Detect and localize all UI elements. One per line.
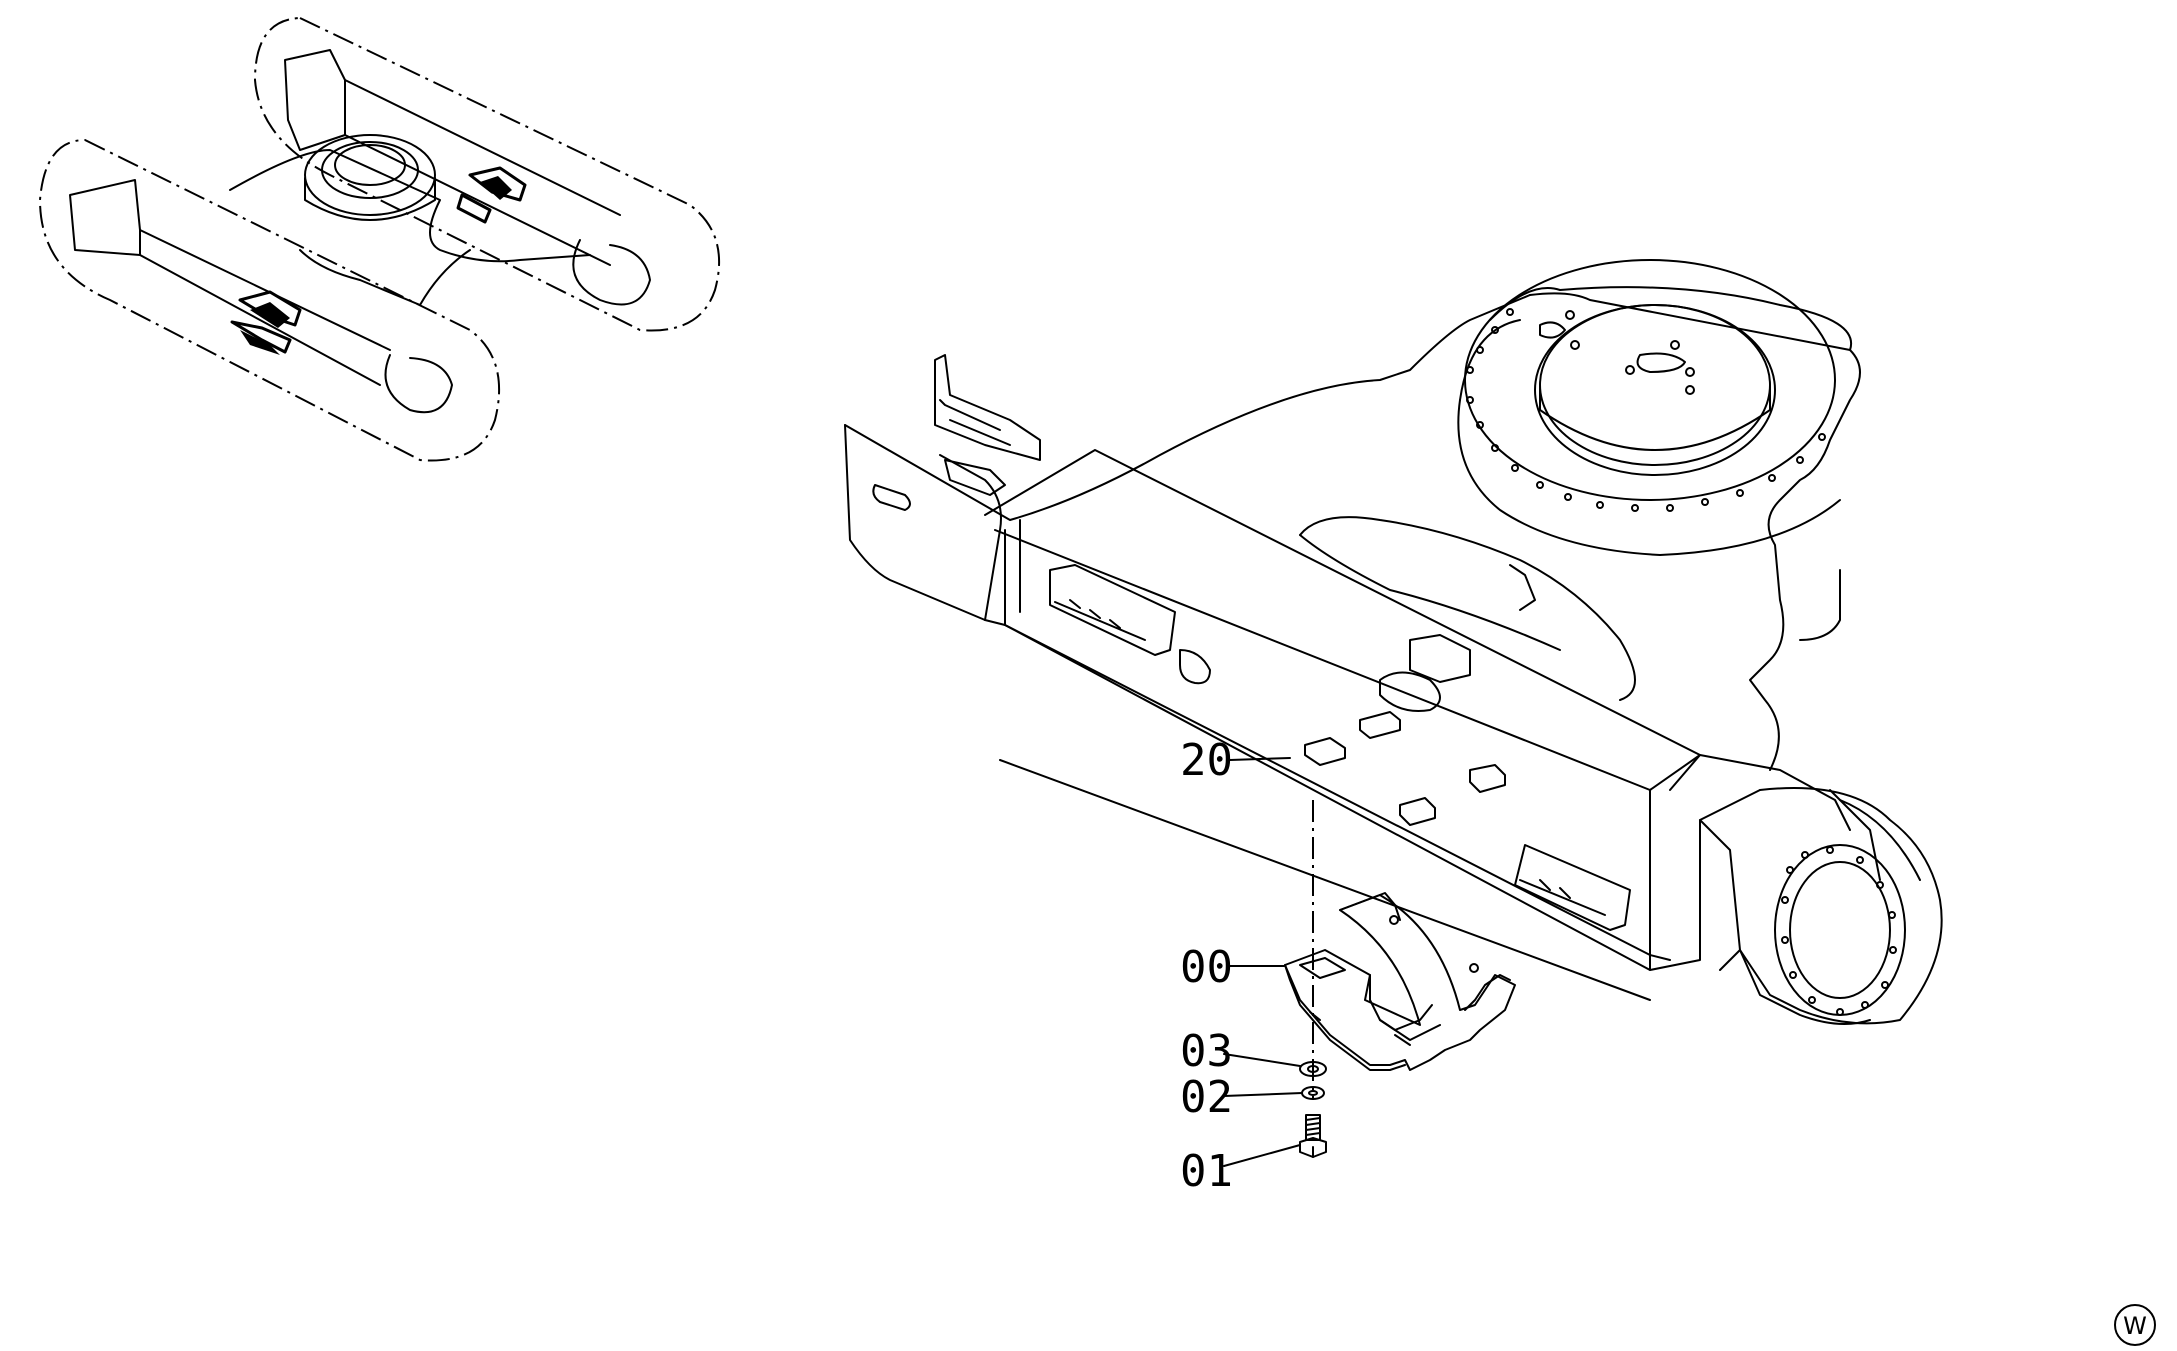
plain-washer-part [1299, 1061, 1327, 1077]
idler-bolt-holes [1781, 846, 1897, 1016]
track-frame [844, 259, 1943, 1025]
swing-bolt-holes [1466, 308, 1826, 512]
undercarriage-overview [38, 16, 721, 462]
corner-mark-letter: W [2123, 1312, 2147, 1340]
callout-02: 02 [1180, 1072, 1233, 1123]
bolt-part [1299, 1114, 1327, 1158]
leader-01 [1223, 1144, 1301, 1167]
leader-lines [1223, 757, 1303, 1167]
callout-03: 03 [1180, 1026, 1233, 1077]
callout-00: 00 [1180, 942, 1233, 993]
track-guard-part [1284, 892, 1516, 1071]
leader-20 [1229, 757, 1291, 761]
leader-02 [1223, 1092, 1303, 1097]
guard-highlight-front [230, 290, 302, 355]
corner-mark: W [2114, 1304, 2156, 1346]
callout-01: 01 [1180, 1146, 1233, 1197]
callout-20: 20 [1180, 735, 1233, 786]
guard-highlight-rear [456, 166, 527, 224]
leader-03 [1223, 1053, 1301, 1067]
